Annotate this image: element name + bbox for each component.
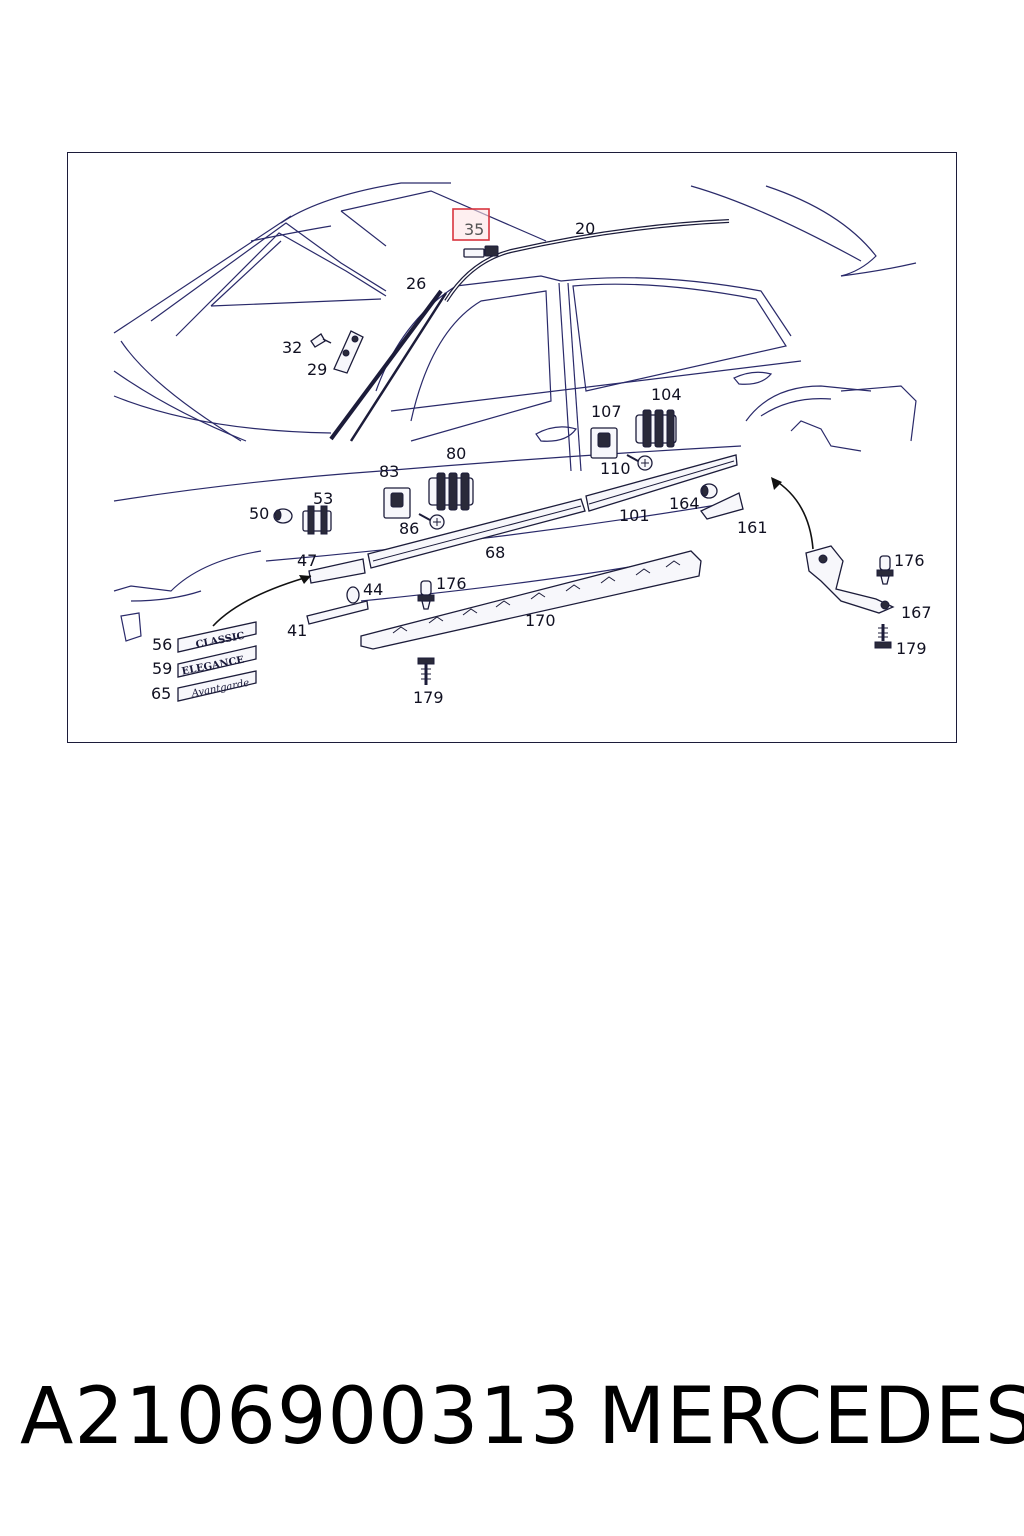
part-161-end-cap[interactable]: [700, 492, 744, 520]
callout-59[interactable]: 59: [152, 659, 172, 678]
arrow-bracket-to-fender: [771, 477, 814, 550]
parts-diagram: CLASSIC ELEGANCE Avantgarde 20 26 29 32 …: [113, 182, 932, 707]
callout-53[interactable]: 53: [313, 489, 333, 508]
badge-classic[interactable]: CLASSIC: [177, 621, 257, 653]
part-35-clip[interactable]: [463, 245, 499, 258]
callout-176-right[interactable]: 176: [894, 551, 925, 570]
callout-47[interactable]: 47: [297, 551, 317, 570]
callout-179-right[interactable]: 179: [896, 639, 927, 658]
callout-170[interactable]: 170: [525, 611, 556, 630]
part-179-screw-left[interactable]: [417, 657, 435, 685]
callout-167[interactable]: 167: [901, 603, 932, 622]
callout-68[interactable]: 68: [485, 543, 505, 562]
part-80-clip-assembly[interactable]: [428, 472, 474, 511]
callout-50[interactable]: 50: [249, 504, 269, 523]
part-83-clip[interactable]: [383, 487, 411, 519]
highlight-box: [452, 208, 490, 241]
callout-107[interactable]: 107: [591, 402, 622, 421]
callout-161[interactable]: 161: [737, 518, 768, 537]
callout-80[interactable]: 80: [446, 444, 466, 463]
callout-20[interactable]: 20: [575, 219, 595, 238]
part-41-strip[interactable]: [306, 600, 369, 625]
part-104-clip-assembly[interactable]: [635, 409, 677, 448]
callout-179-left[interactable]: 179: [413, 688, 444, 707]
part-101-rear-door-molding[interactable]: [585, 454, 738, 512]
callout-labels: 20 26 29 32 35 41 44 47 50 53 56 59 65 6…: [151, 219, 932, 707]
callout-164[interactable]: 164: [669, 494, 700, 513]
part-110-screw[interactable]: [626, 454, 653, 471]
part-176-clip-left[interactable]: [417, 580, 435, 610]
callout-26[interactable]: 26: [406, 274, 426, 293]
callout-110[interactable]: 110: [600, 459, 631, 478]
part-26-windshield-molding[interactable]: [329, 289, 448, 442]
part-29-bracket[interactable]: [333, 330, 364, 374]
part-167-bracket[interactable]: [805, 545, 895, 614]
callout-41[interactable]: 41: [287, 621, 307, 640]
callout-32[interactable]: 32: [282, 338, 302, 357]
part-107-clip[interactable]: [590, 427, 618, 459]
parts-diagram-frame: CLASSIC ELEGANCE Avantgarde 20 26 29 32 …: [67, 152, 957, 743]
callout-86[interactable]: 86: [399, 519, 419, 538]
brand-name: MERCEDES: [598, 1372, 1024, 1462]
part-44-clip[interactable]: [346, 586, 360, 604]
part-50-clip[interactable]: [273, 508, 293, 524]
callout-44[interactable]: 44: [363, 580, 383, 599]
part-20-roof-molding[interactable]: [444, 219, 730, 303]
car-body-outline: [113, 182, 917, 642]
footer-caption: A2106900313 MERCEDES: [20, 1372, 1024, 1472]
callout-65[interactable]: 65: [151, 684, 171, 703]
part-176-clip-right[interactable]: [876, 555, 894, 585]
part-170-rocker-panel[interactable]: [360, 550, 702, 650]
badge-elegance[interactable]: ELEGANCE: [177, 645, 257, 678]
part-number: A2106900313: [20, 1372, 581, 1462]
callout-176-left[interactable]: 176: [436, 574, 467, 593]
callout-29[interactable]: 29: [307, 360, 327, 379]
callout-56[interactable]: 56: [152, 635, 172, 654]
part-86-screw[interactable]: [418, 513, 445, 530]
callout-83[interactable]: 83: [379, 462, 399, 481]
part-47-fender-molding[interactable]: [308, 558, 366, 584]
part-32-screw[interactable]: [310, 333, 332, 348]
callout-35[interactable]: 35: [464, 220, 484, 239]
callout-104[interactable]: 104: [651, 385, 682, 404]
arrow-badge-to-fender: [212, 575, 312, 627]
part-53-holder[interactable]: [302, 505, 332, 535]
callout-101[interactable]: 101: [619, 506, 650, 525]
part-164-clip[interactable]: [700, 483, 718, 499]
part-68-front-door-molding[interactable]: [367, 498, 586, 569]
part-179-screw-right[interactable]: [874, 624, 892, 649]
